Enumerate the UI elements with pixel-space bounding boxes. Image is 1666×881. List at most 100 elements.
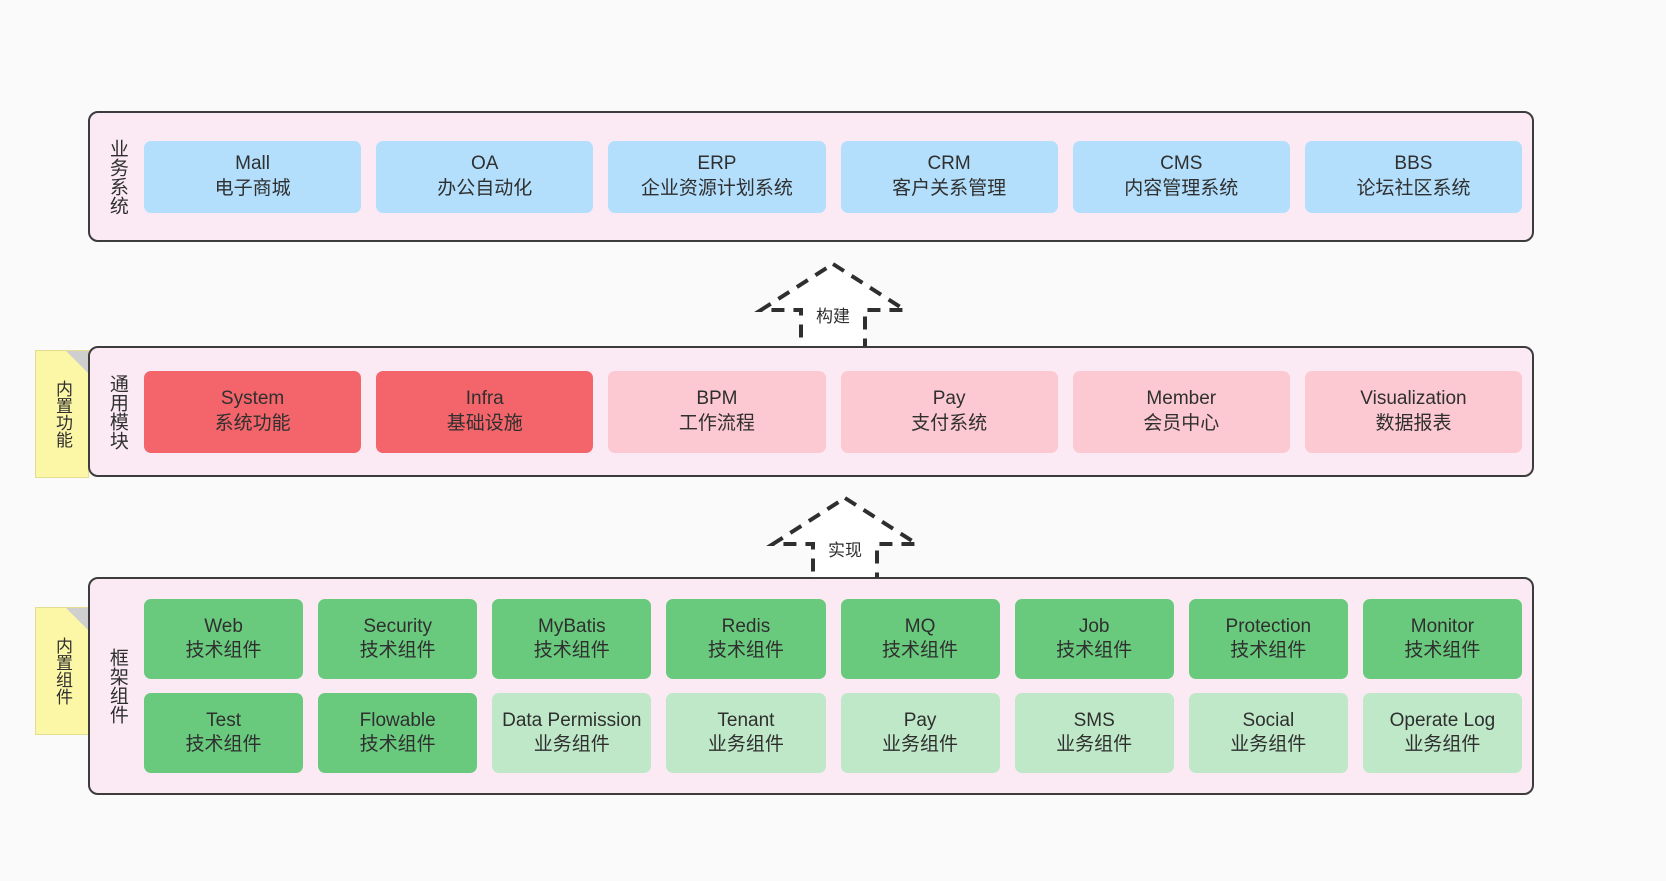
business-cell-crm[interactable]: CRM 客户关系管理	[840, 140, 1058, 213]
framework-cell-pay[interactable]: Pay 业务组件	[840, 693, 1000, 773]
framework-cell-mybatis[interactable]: MyBatis 技术组件	[492, 599, 652, 679]
cell-desc: 技术组件	[882, 640, 959, 661]
cell-name: OA	[471, 153, 499, 175]
cell-name: Job	[1078, 615, 1110, 637]
module-cell-bpm[interactable]: BPM 工作流程	[608, 370, 826, 453]
business-cell-erp[interactable]: ERP 企业资源计划系统	[608, 140, 826, 213]
note-label: 内置功能	[53, 380, 73, 448]
note-builtin-components: 内置组件	[35, 607, 89, 735]
framework-cell-job[interactable]: Job 技术组件	[1014, 599, 1174, 679]
cell-desc: 技术组件	[1230, 640, 1307, 661]
cell-desc: 技术组件	[1404, 640, 1481, 661]
cell-desc: 业务组件	[707, 734, 784, 755]
band-body-common-modules: System 系统功能 Infra 基础设施 BPM 工作流程 Pay 支付系统…	[144, 356, 1523, 467]
cell-desc: 企业资源计划系统	[640, 177, 793, 199]
module-cell-visualization[interactable]: Visualization 数据报表	[1304, 370, 1523, 453]
cell-name: BPM	[696, 388, 738, 410]
cell-name: Security	[363, 615, 432, 637]
cell-desc: 工作流程	[678, 412, 755, 434]
cell-name: CMS	[1160, 153, 1203, 175]
framework-cell-monitor[interactable]: Monitor 技术组件	[1362, 599, 1522, 679]
cell-desc: 技术组件	[185, 734, 262, 755]
band-common-modules: 通用模块 System 系统功能 Infra 基础设施 BPM 工作流程 Pay…	[88, 346, 1534, 477]
note-builtin-functions: 内置功能	[35, 350, 89, 478]
cell-name: Data Permission	[502, 709, 642, 731]
cell-desc: 技术组件	[185, 640, 262, 661]
cell-desc: 技术组件	[707, 640, 784, 661]
cell-desc: 业务组件	[882, 734, 959, 755]
cell-desc: 内容管理系统	[1124, 177, 1239, 199]
cell-name: Member	[1146, 388, 1217, 410]
band-title-business-systems: 业务系统	[106, 138, 128, 215]
note-fold-icon	[66, 608, 88, 630]
cell-name: CRM	[927, 153, 971, 175]
cell-desc: 技术组件	[533, 640, 610, 661]
dashed-up-arrow-icon	[754, 261, 912, 352]
cell-desc: 业务组件	[1056, 734, 1133, 755]
business-cell-oa[interactable]: OA 办公自动化	[376, 140, 594, 213]
cell-desc: 会员中心	[1143, 412, 1220, 434]
cell-name: BBS	[1394, 153, 1433, 175]
cell-name: Pay	[932, 388, 966, 410]
cell-desc: 支付系统	[911, 412, 988, 434]
framework-cell-flowable[interactable]: Flowable 技术组件	[318, 693, 478, 773]
connector-realize: 实现	[765, 492, 925, 588]
module-cell-member[interactable]: Member 会员中心	[1072, 370, 1290, 453]
cell-name: SMS	[1073, 709, 1115, 731]
module-cell-infra[interactable]: Infra 基础设施	[376, 370, 594, 453]
connector-build: 构建	[753, 258, 913, 354]
business-cell-bbs[interactable]: BBS 论坛社区系统	[1304, 140, 1523, 213]
framework-cell-mq[interactable]: MQ 技术组件	[840, 599, 1000, 679]
cell-desc: 电子商城	[214, 177, 291, 199]
framework-cell-test[interactable]: Test 技术组件	[144, 693, 304, 773]
cell-desc: 业务组件	[533, 734, 610, 755]
cell-name: Mall	[235, 153, 270, 175]
cell-desc: 业务组件	[1230, 734, 1307, 755]
cell-name: System	[220, 388, 285, 410]
framework-row-2: Test 技术组件 Flowable 技术组件 Data Permission …	[144, 693, 1522, 773]
framework-cell-data-permission[interactable]: Data Permission 业务组件	[492, 693, 652, 773]
framework-cell-sms[interactable]: SMS 业务组件	[1014, 693, 1174, 773]
cell-name: Redis	[721, 615, 771, 637]
cell-name: Pay	[903, 709, 937, 731]
band-framework-components: 框架组件 Web 技术组件 Security 技术组件 MyBatis 技术组件…	[88, 577, 1534, 795]
band-body-business-systems: Mall 电子商城 OA 办公自动化 ERP 企业资源计划系统 CRM 客户关系…	[144, 121, 1523, 232]
cell-name: Web	[204, 615, 243, 637]
module-cell-system[interactable]: System 系统功能	[144, 370, 362, 453]
band-body-framework-components: Web 技术组件 Security 技术组件 MyBatis 技术组件 Redi…	[144, 587, 1522, 785]
cell-name: Protection	[1225, 615, 1312, 637]
framework-row-1: Web 技术组件 Security 技术组件 MyBatis 技术组件 Redi…	[144, 599, 1522, 679]
framework-cell-protection[interactable]: Protection 技术组件	[1188, 599, 1348, 679]
cell-name: Visualization	[1360, 388, 1467, 410]
band-title-common-modules: 通用模块	[106, 373, 128, 450]
cell-name: Monitor	[1410, 615, 1475, 637]
note-fold-icon	[66, 351, 88, 373]
common-modules-row: System 系统功能 Infra 基础设施 BPM 工作流程 Pay 支付系统…	[144, 370, 1523, 453]
cell-desc: 论坛社区系统	[1356, 177, 1471, 199]
framework-cell-tenant[interactable]: Tenant 业务组件	[666, 693, 826, 773]
module-cell-pay[interactable]: Pay 支付系统	[840, 370, 1058, 453]
cell-desc: 技术组件	[359, 640, 436, 661]
cell-name: ERP	[697, 153, 737, 175]
cell-name: Tenant	[717, 709, 775, 731]
framework-cell-redis[interactable]: Redis 技术组件	[666, 599, 826, 679]
business-cell-cms[interactable]: CMS 内容管理系统	[1072, 140, 1290, 213]
cell-name: Social	[1242, 709, 1295, 731]
cell-desc: 技术组件	[359, 734, 436, 755]
cell-desc: 业务组件	[1404, 734, 1481, 755]
cell-desc: 系统功能	[214, 412, 291, 434]
framework-cell-social[interactable]: Social 业务组件	[1188, 693, 1348, 773]
band-business-systems: 业务系统 Mall 电子商城 OA 办公自动化 ERP 企业资源计划系统 CRM…	[88, 111, 1534, 242]
cell-name: Test	[206, 709, 241, 731]
cell-name: MyBatis	[538, 615, 606, 637]
cell-name: Flowable	[359, 709, 436, 731]
framework-cell-security[interactable]: Security 技术组件	[318, 599, 478, 679]
cell-desc: 基础设施	[446, 412, 523, 434]
framework-cell-web[interactable]: Web 技术组件	[144, 599, 304, 679]
cell-desc: 客户关系管理	[892, 177, 1007, 199]
business-cell-mall[interactable]: Mall 电子商城	[144, 140, 362, 213]
cell-desc: 办公自动化	[437, 177, 533, 199]
framework-cell-operate-log[interactable]: Operate Log 业务组件	[1362, 693, 1522, 773]
band-title-framework-components: 框架组件	[106, 648, 128, 724]
